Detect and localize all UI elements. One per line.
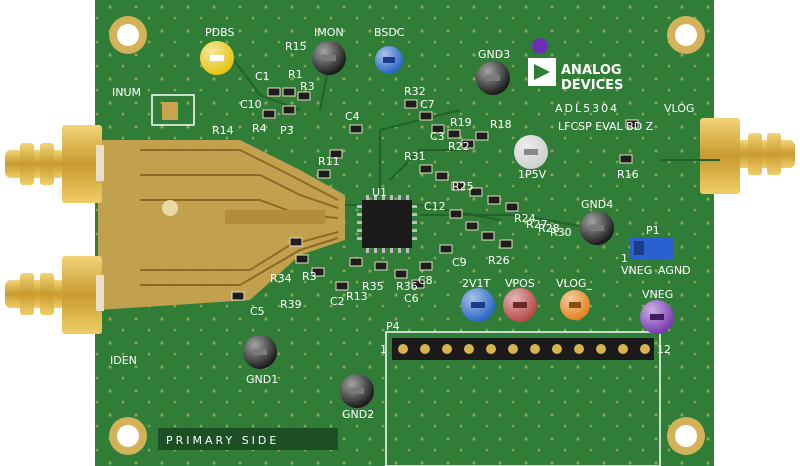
board-description: LFCSP EVAL BD Z bbox=[558, 120, 654, 133]
ref-c12: C12 bbox=[424, 200, 446, 213]
label-imon: IMON bbox=[314, 26, 344, 39]
ref-c2: C2 bbox=[330, 295, 345, 308]
test-point-pdbs bbox=[200, 41, 234, 75]
label-iden: IDEN bbox=[110, 354, 137, 367]
test-point-gnd3 bbox=[476, 61, 510, 95]
primary-side-box bbox=[158, 428, 338, 450]
smd-parts bbox=[231, 87, 639, 301]
label-1p5v: 1P5V bbox=[518, 168, 547, 181]
ref-c9: C9 bbox=[452, 256, 467, 269]
header-pin-first: 1 bbox=[380, 343, 387, 356]
copper-pour bbox=[98, 140, 345, 310]
ref-r15: R15 bbox=[285, 40, 307, 53]
label-vlog-sma: VLOG bbox=[664, 102, 694, 115]
ref-r11: R11 bbox=[318, 155, 340, 168]
ref-r26: R26 bbox=[488, 254, 510, 267]
ref-r31: R31 bbox=[404, 150, 426, 163]
ref-r16: R16 bbox=[617, 168, 639, 181]
ref-r35: R35 bbox=[362, 280, 384, 293]
header-pin-last: 12 bbox=[657, 343, 671, 356]
test-point-vpos bbox=[503, 288, 537, 322]
jumper-right-label: AGND bbox=[658, 264, 691, 277]
ref-c4: C4 bbox=[345, 110, 360, 123]
label-gnd2: GND2 bbox=[342, 408, 374, 421]
label-gnd3: GND3 bbox=[478, 48, 510, 61]
brand-logo bbox=[528, 38, 556, 86]
ref-c10: C10 bbox=[240, 98, 262, 111]
ref-r27: R27 bbox=[526, 218, 548, 231]
label-gnd4: GND4 bbox=[581, 198, 613, 211]
ref-r30: R30 bbox=[550, 226, 572, 239]
label-vlog-tp: VLOG_ bbox=[556, 277, 592, 290]
ref-r32: R32 bbox=[404, 85, 426, 98]
test-point-gnd4 bbox=[580, 211, 614, 245]
test-point-gnd1 bbox=[243, 335, 277, 369]
ref-c7: C7 bbox=[420, 98, 435, 111]
jumper-p1 bbox=[630, 237, 674, 259]
sma-connector-iden bbox=[5, 256, 104, 334]
ref-r13: R13 bbox=[346, 290, 368, 303]
sma-connector-inum bbox=[5, 125, 104, 203]
ref-r3b: R3 bbox=[302, 270, 317, 283]
ref-r3: R3 bbox=[300, 80, 315, 93]
ref-r36: R36 bbox=[396, 280, 418, 293]
ref-r25: R25 bbox=[452, 180, 474, 193]
label-2v1t: 2V1T bbox=[462, 277, 491, 290]
ref-p3: P3 bbox=[280, 124, 294, 137]
ic-u1 bbox=[357, 195, 417, 253]
ref-c6: C6 bbox=[404, 292, 419, 305]
jumper-pin1: 1 bbox=[621, 252, 628, 265]
header-label: P4 bbox=[386, 320, 400, 333]
ref-r39: R39 bbox=[280, 298, 302, 311]
ref-c8: C8 bbox=[418, 274, 433, 287]
test-point-imon bbox=[312, 41, 346, 75]
inum-marker bbox=[151, 94, 195, 126]
ref-c1: C1 bbox=[255, 70, 270, 83]
test-point-bsdc bbox=[375, 46, 403, 74]
mounting-holes bbox=[109, 16, 705, 455]
brand-name-line2: DEVICES bbox=[561, 78, 623, 93]
header-p4 bbox=[385, 331, 661, 466]
ref-r19: R19 bbox=[450, 116, 472, 129]
ref-r34: R34 bbox=[270, 272, 292, 285]
ref-r22: R22 bbox=[448, 140, 470, 153]
ref-r14: R14 bbox=[212, 124, 234, 137]
ref-r18: R18 bbox=[490, 118, 512, 131]
ref-c5: C5 bbox=[250, 305, 265, 318]
ref-r24: R24 bbox=[514, 212, 536, 225]
label-gnd1: GND1 bbox=[246, 373, 278, 386]
jumper-left-label: VNEG bbox=[621, 264, 652, 277]
ref-r1: R1 bbox=[288, 68, 303, 81]
ref-c3: C3 bbox=[430, 130, 445, 143]
jumper-label: P1 bbox=[646, 224, 660, 237]
test-point-1p5v bbox=[514, 135, 548, 169]
ref-r4: R4 bbox=[252, 122, 267, 135]
ref-r28: R28 bbox=[538, 222, 560, 235]
part-number: ADL5304 bbox=[555, 102, 619, 115]
ic-label: U1 bbox=[372, 186, 387, 199]
test-point-vneg bbox=[640, 300, 674, 334]
label-bsdc: BSDC bbox=[374, 26, 405, 39]
test-point-gnd2 bbox=[340, 374, 374, 408]
sma-connector-vlog bbox=[700, 118, 795, 194]
test-point-vlog bbox=[560, 290, 590, 320]
brand-name-line1: ANALOG bbox=[561, 63, 622, 78]
label-vneg: VNEG bbox=[642, 288, 673, 301]
side-label: PRIMARY SIDE bbox=[166, 434, 279, 447]
label-inum: INUM bbox=[112, 86, 141, 99]
component-designators: R15 R1 R3 C1 C10 R14 R4 P3 R32 C7 C3 R19… bbox=[212, 40, 639, 318]
test-point-2v1t bbox=[461, 288, 495, 322]
label-pdbs: PDBS bbox=[205, 26, 234, 39]
label-vpos: VPOS bbox=[505, 277, 535, 290]
